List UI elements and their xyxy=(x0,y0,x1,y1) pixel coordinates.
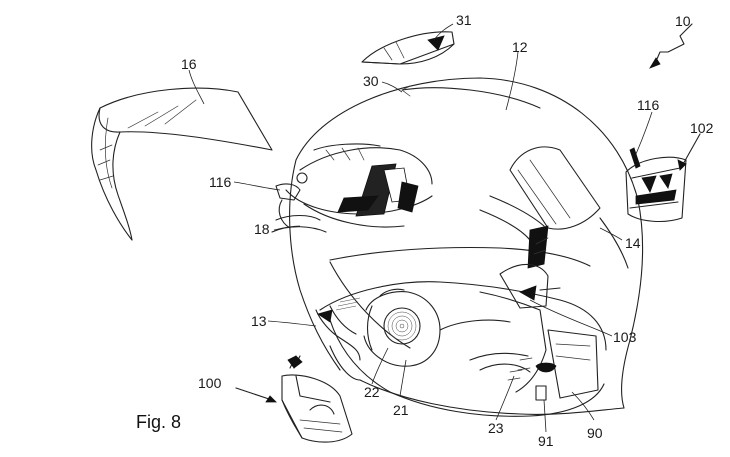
label-116-right: 116 xyxy=(637,97,660,113)
reference-arrow-100 xyxy=(235,387,277,403)
helmet-shell-12 xyxy=(278,77,644,409)
top-vent-31 xyxy=(361,31,455,65)
label-116-left: 116 xyxy=(209,174,232,190)
rear-spoiler-18 xyxy=(271,214,327,233)
label-31: 31 xyxy=(456,12,472,28)
comm-unit-102 xyxy=(625,147,687,223)
label-30: 30 xyxy=(363,73,379,89)
label-90: 90 xyxy=(587,425,603,441)
label-12: 12 xyxy=(512,39,528,55)
label-103: 103 xyxy=(613,329,637,345)
connector-116 xyxy=(275,183,301,201)
label-100: 100 xyxy=(198,375,222,391)
figure-caption: Fig. 8 xyxy=(136,412,182,432)
peak-visor-16 xyxy=(91,87,273,241)
label-21: 21 xyxy=(393,402,409,418)
interior-liner xyxy=(319,263,607,417)
ear-speaker-21-22 xyxy=(335,288,441,367)
helmet-rim xyxy=(359,379,625,415)
label-102: 102 xyxy=(690,120,714,136)
label-91: 91 xyxy=(538,433,554,449)
label-18: 18 xyxy=(254,221,270,237)
label-22: 22 xyxy=(364,384,380,400)
reference-arrow-102 xyxy=(677,133,701,171)
reference-arrow-10 xyxy=(649,23,693,69)
leader-lines xyxy=(188,23,653,433)
chin-guard-13 xyxy=(315,305,361,381)
label-14: 14 xyxy=(625,235,641,251)
label-10: 10 xyxy=(675,13,691,29)
label-13: 13 xyxy=(251,313,267,329)
comm-unit-100 xyxy=(281,355,353,443)
label-23: 23 xyxy=(488,420,504,436)
label-16: 16 xyxy=(181,56,197,72)
